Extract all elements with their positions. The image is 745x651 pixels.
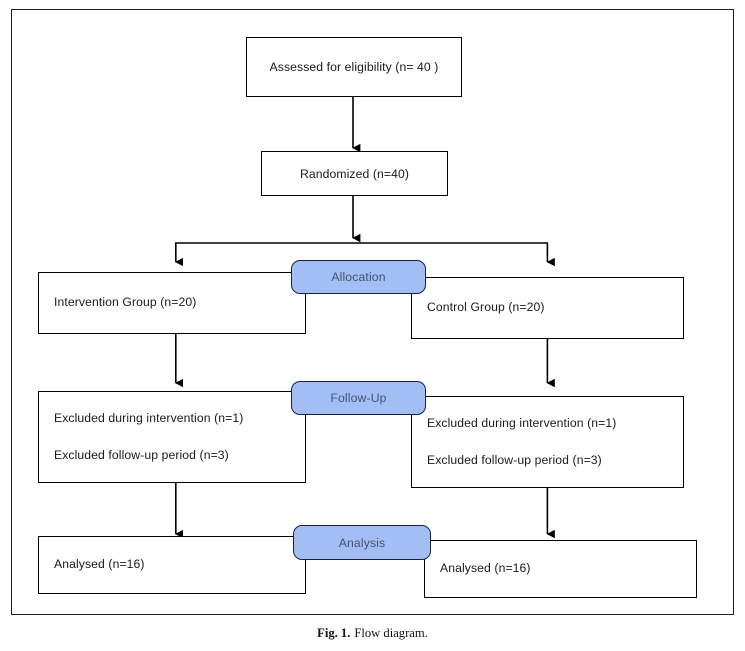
node-control-followup-line-1: Excluded during intervention (n=1)	[427, 416, 617, 431]
node-intervention-followup-line-1: Excluded during intervention (n=1)	[54, 411, 244, 426]
node-intervention-group: Intervention Group (n=20)	[38, 272, 306, 334]
node-intervention-analysis: Analysed (n=16)	[38, 536, 306, 594]
stage-badge-followup: Follow-Up	[291, 381, 426, 415]
figure-frame	[11, 9, 734, 615]
node-control-analysis: Analysed (n=16)	[424, 540, 697, 598]
node-control-group-label: Control Group (n=20)	[427, 300, 545, 315]
node-randomized: Randomized (n=40)	[261, 151, 448, 196]
figure-caption: Fig. 1.Flow diagram.	[0, 626, 745, 641]
node-control-followup: Excluded during intervention (n=1) Exclu…	[411, 396, 684, 488]
node-randomized-label: Randomized (n=40)	[299, 166, 410, 181]
figure-caption-text: Flow diagram.	[354, 626, 428, 640]
node-intervention-analysis-label: Analysed (n=16)	[54, 557, 145, 572]
stage-badge-analysis: Analysis	[293, 525, 431, 560]
node-intervention-followup: Excluded during intervention (n=1) Exclu…	[38, 391, 306, 483]
node-intervention-followup-line-2: Excluded follow-up period (n=3)	[54, 447, 229, 462]
stage-badge-followup-label: Follow-Up	[330, 391, 387, 405]
node-control-group: Control Group (n=20)	[411, 277, 684, 339]
node-assessed-for-eligibility: Assessed for eligibility (n= 40 )	[246, 37, 462, 97]
stage-badge-allocation: Allocation	[291, 260, 426, 294]
figure-caption-number: Fig. 1.	[317, 626, 351, 640]
node-assessed-for-eligibility-label: Assessed for eligibility (n= 40 )	[269, 60, 439, 74]
node-control-followup-line-2: Excluded follow-up period (n=3)	[427, 452, 602, 467]
stage-badge-analysis-label: Analysis	[338, 535, 386, 550]
stage-badge-allocation-label: Allocation	[331, 270, 386, 284]
node-control-analysis-label: Analysed (n=16)	[440, 561, 531, 576]
node-intervention-group-label: Intervention Group (n=20)	[54, 295, 197, 310]
